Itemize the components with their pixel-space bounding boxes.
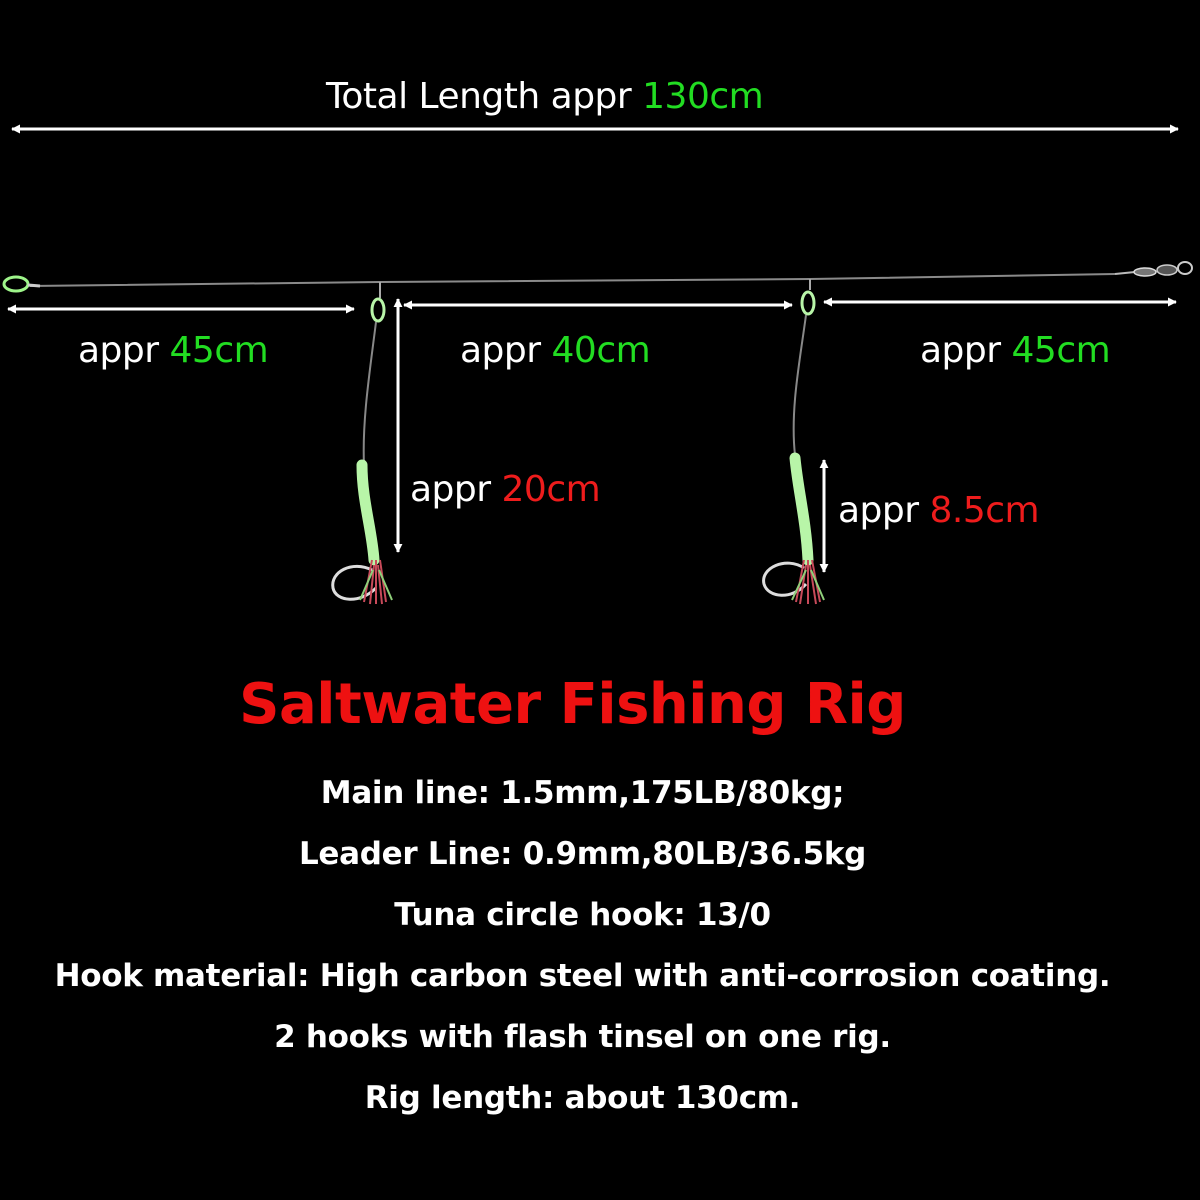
spec-main-line: Main line: 1.5mm,175LB/80kg; bbox=[320, 775, 845, 811]
end-loop bbox=[2, 275, 30, 293]
spec-leader-line: Leader Line: 0.9mm,80LB/36.5kg bbox=[298, 836, 867, 872]
leader-label-1: appr 20cm bbox=[410, 469, 601, 510]
segment-label-1: appr 45cm bbox=[78, 330, 269, 371]
spec-hook-material: Hook material: High carbon steel with an… bbox=[54, 958, 1111, 994]
swivel-icon bbox=[1114, 261, 1193, 277]
spec-hook-size: Tuna circle hook: 13/0 bbox=[394, 897, 771, 933]
rig-diagram bbox=[2, 124, 1193, 605]
total-length-label: Total Length appr 130cm bbox=[326, 76, 764, 117]
leader-hook-2 bbox=[762, 279, 825, 605]
segment-label-3: appr 45cm bbox=[920, 330, 1111, 371]
product-title: Saltwater Fishing Rig bbox=[239, 672, 906, 737]
spec-hook-count: 2 hooks with flash tinsel on one rig. bbox=[274, 1019, 891, 1055]
segment-label-2: appr 40cm bbox=[460, 330, 651, 371]
leader-hook-1 bbox=[331, 282, 393, 605]
leader-label-2: appr 8.5cm bbox=[838, 490, 1040, 531]
spec-rig-length: Rig length: about 130cm. bbox=[364, 1080, 801, 1116]
main-line bbox=[29, 273, 1116, 287]
